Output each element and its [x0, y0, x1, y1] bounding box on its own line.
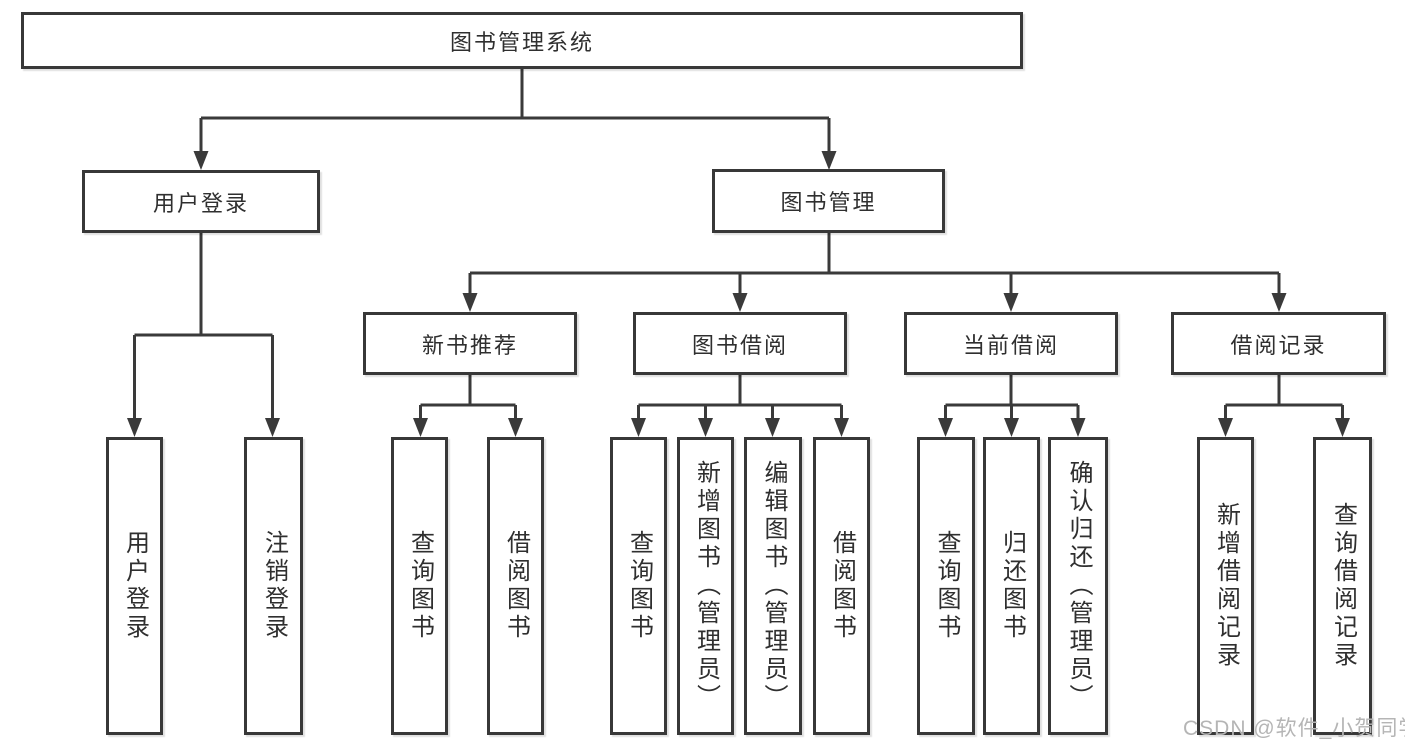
node-library-system: 图书管理系统: [21, 12, 1023, 69]
node-book-management: 图书管理: [712, 169, 945, 233]
node-leaf-add-borrow-record-label: 新增借阅记录: [1212, 502, 1240, 670]
node-leaf-borrow-books: 借阅图书: [813, 437, 870, 735]
node-current-borrowing-label: 当前借阅: [962, 332, 1059, 358]
node-leaf-user-login: 用户登录: [106, 437, 163, 735]
node-leaf-add-borrow-record: 新增借阅记录: [1197, 437, 1254, 735]
node-leaf-query-books-borrow: 查询图书: [610, 437, 667, 735]
csdn-watermark: CSDN @软件_小贺同学: [1183, 717, 1405, 740]
connector-root-to-level2: [193, 69, 837, 170]
connector-current-borrow-children: [938, 375, 1086, 437]
node-leaf-query-books-borrow-label: 查询图书: [625, 530, 653, 642]
connector-book-borrow-children: [631, 375, 849, 437]
node-leaf-return-books: 归还图书: [983, 437, 1040, 735]
node-new-book-recommend-label: 新书推荐: [421, 332, 518, 358]
node-leaf-query-borrow-record: 查询借阅记录: [1313, 437, 1372, 735]
node-book-borrowing: 图书借阅: [633, 312, 847, 375]
node-new-book-recommend: 新书推荐: [363, 312, 577, 375]
node-leaf-borrow-books-recommend-label: 借阅图书: [502, 530, 530, 642]
node-book-management-label: 图书管理: [780, 190, 877, 215]
node-leaf-confirm-return-admin-label: 确认归还（管理员）: [1065, 460, 1092, 712]
node-leaf-query-books-recommend: 查询图书: [391, 437, 448, 735]
connector-borrow-records-children: [1218, 375, 1350, 437]
node-borrow-records-label: 借阅记录: [1230, 332, 1327, 358]
node-leaf-return-books-label: 归还图书: [998, 530, 1026, 642]
node-leaf-edit-books-admin-label: 编辑图书（管理员）: [760, 460, 787, 712]
node-leaf-query-books-recommend-label: 查询图书: [406, 530, 434, 642]
node-leaf-query-books-current: 查询图书: [917, 437, 975, 735]
node-leaf-add-books-admin-label: 新增图书（管理员）: [692, 460, 720, 712]
node-leaf-query-books-current-label: 查询图书: [933, 530, 960, 642]
node-leaf-edit-books-admin: 编辑图书（管理员）: [744, 437, 802, 735]
node-leaf-logout: 注销登录: [244, 437, 303, 735]
node-borrow-records: 借阅记录: [1171, 312, 1386, 375]
node-leaf-user-login-label: 用户登录: [121, 530, 149, 642]
node-book-borrowing-label: 图书借阅: [691, 332, 788, 358]
node-leaf-borrow-books-recommend: 借阅图书: [487, 437, 544, 735]
connector-new-book-children: [413, 375, 523, 437]
node-leaf-logout-label: 注销登录: [260, 530, 288, 642]
node-leaf-query-borrow-record-label: 查询借阅记录: [1329, 502, 1357, 670]
connector-book-management-children: [462, 233, 1287, 312]
node-user-login: 用户登录: [82, 170, 320, 233]
node-library-system-label: 图书管理系统: [449, 29, 594, 55]
node-leaf-borrow-books-label: 借阅图书: [828, 530, 856, 642]
node-leaf-confirm-return-admin: 确认归还（管理员）: [1048, 437, 1108, 735]
connector-user-login-children: [127, 233, 280, 437]
node-current-borrowing: 当前借阅: [904, 312, 1118, 375]
node-user-login-label: 用户登录: [152, 190, 249, 216]
node-leaf-add-books-admin: 新增图书（管理员）: [677, 437, 734, 735]
